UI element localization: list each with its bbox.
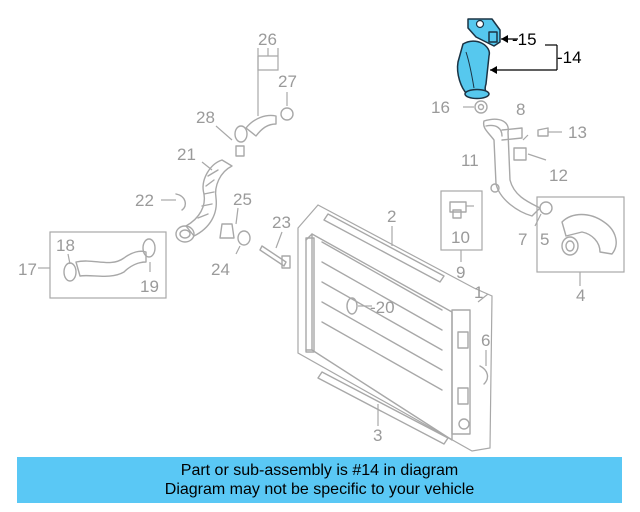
callout-21: 21 bbox=[177, 145, 196, 164]
callout-labels: 1 2 3 4 5 6 7 8 9 10 11 12 13 -14 -15 16… bbox=[18, 30, 587, 445]
callout-1: 1 bbox=[474, 283, 483, 302]
callout-19: 19 bbox=[140, 277, 159, 296]
leader-14-15 bbox=[490, 35, 558, 74]
caption-line-2: Diagram may not be specific to your vehi… bbox=[164, 481, 475, 498]
callout-12: 12 bbox=[549, 166, 568, 185]
callout-3: 3 bbox=[373, 426, 382, 445]
callout-7: 7 bbox=[518, 230, 527, 249]
callout-28: 28 bbox=[196, 108, 215, 127]
top-seal-strip bbox=[323, 213, 445, 283]
intercooler-core[interactable] bbox=[297, 204, 493, 452]
callout-25: 25 bbox=[233, 190, 252, 209]
callout-15: -15 bbox=[512, 30, 537, 49]
bottom-seal-strip bbox=[317, 371, 449, 445]
callout-20: -20 bbox=[370, 298, 395, 317]
callout-9: 9 bbox=[456, 263, 465, 282]
callout-11: 11 bbox=[461, 151, 479, 170]
group-box-9 bbox=[440, 190, 483, 262]
group-box-4 bbox=[536, 196, 625, 286]
callout-4: 4 bbox=[576, 286, 585, 305]
callout-24: 24 bbox=[211, 260, 230, 279]
left-hose-assembly bbox=[161, 48, 294, 269]
callout-6: 6 bbox=[481, 331, 490, 350]
callout-26: 26 bbox=[258, 30, 277, 49]
callout-5: 5 bbox=[540, 230, 549, 249]
upper-right-hose bbox=[463, 100, 562, 227]
callout-2: 2 bbox=[387, 207, 396, 226]
callout-8: 8 bbox=[516, 100, 525, 119]
callout-17: 17 bbox=[18, 260, 37, 279]
hose-part-14[interactable] bbox=[456, 40, 491, 100]
group-box-17 bbox=[38, 231, 167, 299]
clamp-part-15[interactable] bbox=[467, 18, 501, 47]
callout-22: 22 bbox=[135, 191, 154, 210]
callout-13: 13 bbox=[568, 123, 587, 142]
callout-14: -14 bbox=[557, 48, 582, 67]
callout-10: 10 bbox=[451, 228, 470, 247]
callout-23: 23 bbox=[272, 213, 291, 232]
callout-18: 18 bbox=[56, 236, 75, 255]
callout-16: 16 bbox=[431, 98, 450, 117]
caption-line-1: Part or sub-assembly is #14 in diagram bbox=[180, 462, 459, 479]
caption-banner: Part or sub-assembly is #14 in diagram D… bbox=[17, 457, 622, 503]
callout-27: 27 bbox=[278, 72, 297, 91]
